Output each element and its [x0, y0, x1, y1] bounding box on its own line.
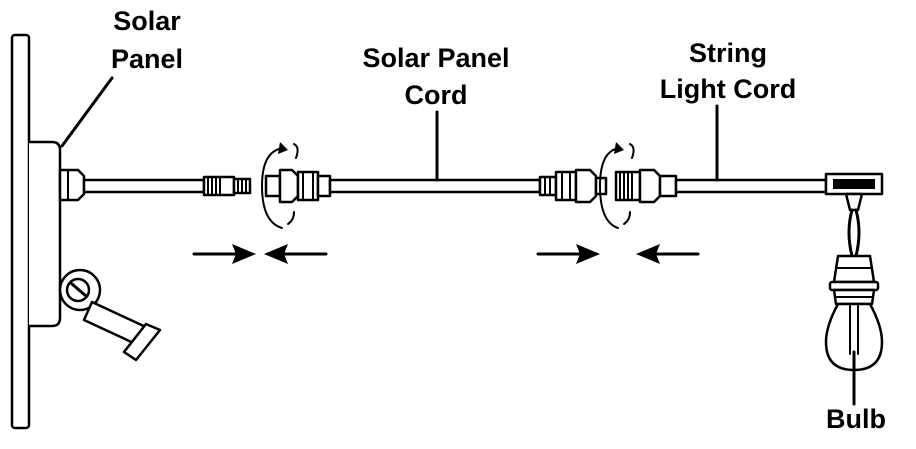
- solar-panel-label-line1: Solar: [113, 6, 181, 36]
- solar-panel-label-line2: Panel: [111, 44, 183, 74]
- bulb-socket-head: [824, 172, 884, 212]
- solar-panel-cord: [261, 142, 608, 229]
- twist-indicator-right: [599, 142, 635, 229]
- solar-panel-label: Solar Panel: [111, 6, 183, 74]
- solar-panel-cord-label-line1: Solar Panel: [362, 43, 509, 73]
- solar-panel-housing: [29, 140, 62, 328]
- bulb-label: Bulb: [826, 404, 886, 434]
- string-light-cord-label-line2: Light Cord: [660, 74, 796, 104]
- mounting-stake: [58, 268, 162, 362]
- right-join-arrows: [536, 244, 700, 264]
- cord-left-connector: [264, 168, 332, 204]
- bulb: [824, 208, 884, 372]
- solar-panel-leader: [60, 76, 114, 148]
- left-join-arrows: [192, 244, 328, 264]
- solar-panel-gland: [58, 168, 86, 202]
- arrow-right-icon: [536, 244, 600, 264]
- panel-plug: [202, 175, 252, 197]
- arrow-left-icon: [264, 244, 328, 264]
- solar-panel-board: [10, 33, 31, 430]
- solar-panel-cord-label: Solar Panel Cord: [362, 43, 509, 110]
- solar-panel-cord-label-line2: Cord: [405, 80, 468, 110]
- arrow-left-icon: [636, 244, 700, 264]
- light-cord-connector: [614, 168, 678, 204]
- string-light-cord-label-line1: String: [689, 38, 767, 68]
- string-light-cord-label: String Light Cord: [660, 38, 796, 104]
- panel-cable: [82, 178, 206, 194]
- arrow-right-icon: [192, 244, 256, 264]
- cord-right-connector: [538, 168, 608, 204]
- solar-panel: [10, 33, 162, 430]
- string-light-cord: [599, 142, 884, 229]
- twist-indicator-left: [261, 142, 299, 229]
